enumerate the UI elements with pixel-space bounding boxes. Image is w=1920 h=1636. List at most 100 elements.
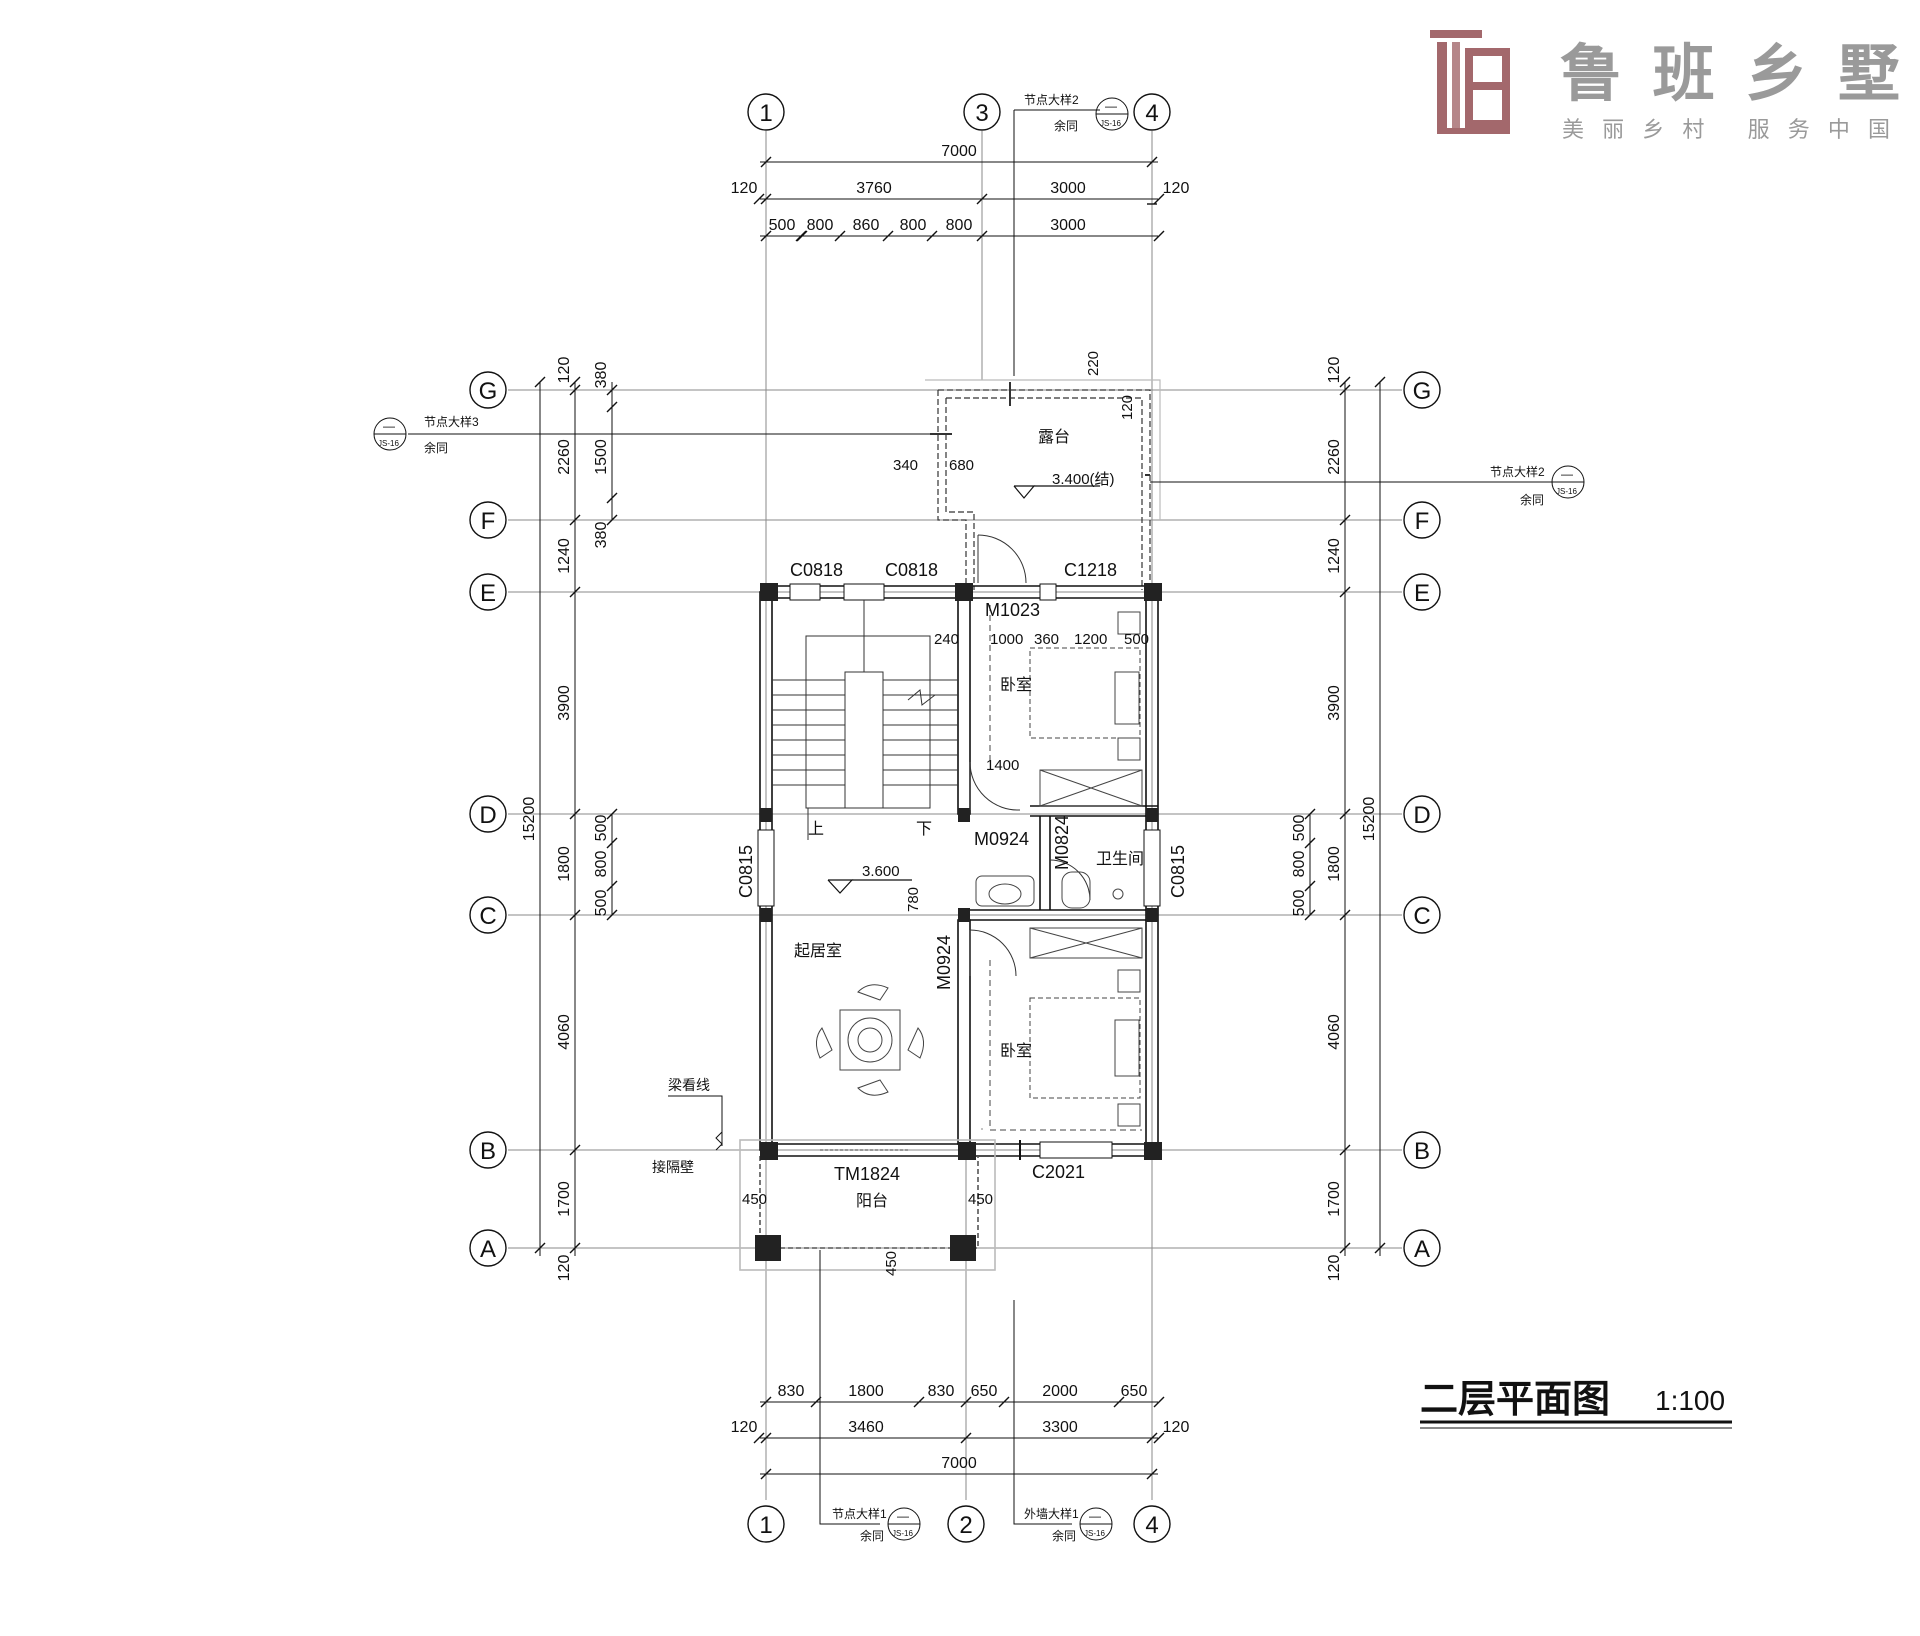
opening-c1218: C1218: [1064, 560, 1117, 580]
drawing-title: 二层平面图: [1420, 1379, 1610, 1421]
callout-ref-4: JS-16: [1084, 1529, 1105, 1538]
dim-top-r3-3: 800: [900, 217, 927, 234]
callout-num-4: —: [1089, 1509, 1101, 1523]
detail-callout-texts: 节点大样2 余同 — JS-16 节点大样3 余同 — JS-16 节点大样2 …: [378, 92, 1577, 1543]
callout-label-3: 节点大样1: [832, 1506, 887, 1521]
windows: [757, 583, 1161, 1160]
dim-right-1: 2260: [1326, 439, 1343, 475]
callout-label-0: 节点大样2: [1024, 92, 1079, 107]
title-block: 二层平面图 1:100: [1420, 1379, 1732, 1429]
bottom-dimensions: 830 1800 830 650 2000 650 120 3460 3300 …: [731, 1383, 1190, 1472]
dim-bot-r1-3: 650: [971, 1383, 998, 1400]
dim-left-4: 1800: [556, 846, 573, 882]
axis-label-F-left: F: [481, 508, 496, 535]
dim-top-total: 7000: [941, 143, 977, 160]
axis-bubbles: [469, 93, 1441, 1543]
dim-top-r3-0: 500: [769, 217, 796, 234]
logo-mark-icon: [1430, 30, 1510, 134]
idim-340: 340: [893, 457, 918, 474]
dim-bot-r1-4: 2000: [1042, 1383, 1078, 1400]
columns: [755, 583, 1162, 1261]
axis-label-B-left: B: [480, 1138, 496, 1165]
dim-bot-r1-0: 830: [778, 1383, 805, 1400]
dim-left-inner-2: 380: [593, 522, 610, 549]
dim-right-0: 120: [1326, 357, 1343, 384]
elevation-markers: [827, 485, 1100, 894]
axis-labels: 1 3 4 1 2 4 G G F F E E D D C C B B A A: [479, 100, 1432, 1539]
axis-label-3-top: 3: [975, 100, 988, 127]
axis-label-A-left: A: [480, 1236, 496, 1263]
annotation-partition: 接隔壁: [652, 1159, 694, 1175]
elevation-labels: 3.400(结) 3.600: [862, 471, 1115, 880]
dim-bot-r2-1: 3460: [848, 1419, 884, 1436]
callout-num-2: —: [1561, 467, 1573, 481]
elevation-floor: 3.600: [862, 863, 900, 880]
axis-label-G-left: G: [479, 378, 498, 405]
idim-450-bottom: 450: [883, 1251, 900, 1276]
dim-right-3: 3900: [1326, 685, 1343, 721]
callout-note-1: 余同: [424, 440, 448, 455]
dim-left-2: 1240: [556, 538, 573, 574]
callout-note-0: 余同: [1054, 118, 1078, 133]
dim-left-inner-0: 380: [593, 362, 610, 389]
dim-right-2: 1240: [1326, 538, 1343, 574]
callout-num-1: —: [383, 419, 395, 433]
dim-left-inner-1: 1500: [593, 439, 610, 475]
annotation-beam-line: 梁看线: [668, 1077, 710, 1093]
dim-left-5: 4060: [556, 1014, 573, 1050]
dim-left-7: 120: [556, 1255, 573, 1282]
dim-right-7: 120: [1326, 1255, 1343, 1282]
logo-title: 鲁班乡墅: [1560, 37, 1900, 110]
dim-top-r3-1: 800: [807, 217, 834, 234]
furniture: [816, 605, 1143, 1131]
callout-note-3: 余同: [860, 1528, 884, 1543]
opening-c0815-right: C0815: [1168, 845, 1188, 898]
logo-subtitle: 美丽乡村 服务中国: [1562, 118, 1900, 143]
dim-bot-total: 7000: [941, 1455, 977, 1472]
idim-680: 680: [949, 457, 974, 474]
opening-m0924-b: M0924: [934, 935, 954, 990]
grid-lines: [508, 131, 1402, 1500]
dim-right-5: 4060: [1326, 1014, 1343, 1050]
dim-left-total: 15200: [521, 797, 538, 842]
callout-ref-2: JS-16: [1556, 487, 1577, 496]
axis-label-D-left: D: [479, 802, 496, 829]
dim-right-inner-2: 500: [1291, 890, 1308, 917]
dim-left-3: 3900: [556, 685, 573, 721]
axis-label-1-top: 1: [759, 100, 772, 127]
logo: 鲁班乡墅 美丽乡村 服务中国: [1430, 30, 1900, 143]
axis-label-1-bottom: 1: [759, 1512, 772, 1539]
dim-top-r3-4: 800: [946, 217, 973, 234]
dim-bot-r1-2: 830: [928, 1383, 955, 1400]
internal-dims: 240 1000 360 1200 500 1400 340 680 120 2…: [742, 351, 1149, 1276]
idim-450-right: 450: [968, 1191, 993, 1208]
callout-num-0: —: [1105, 99, 1117, 113]
opening-c0818-b: C0818: [885, 560, 938, 580]
callout-label-1: 节点大样3: [424, 414, 479, 429]
stair-down: 下: [916, 821, 932, 838]
dim-left-inner-3: 500: [593, 815, 610, 842]
idim-1200: 1200: [1074, 631, 1107, 648]
room-bedroom-lower: 卧室: [1000, 1042, 1032, 1060]
dim-bot-r2-0: 120: [731, 1419, 758, 1436]
dim-top-r2-2: 3000: [1050, 180, 1086, 197]
stair-up: 上: [808, 820, 824, 838]
axis-label-2-bottom: 2: [959, 1512, 972, 1539]
axis-label-C-right: C: [1413, 903, 1430, 930]
dim-left-6: 1700: [556, 1181, 573, 1217]
axis-label-G-right: G: [1413, 378, 1432, 405]
opening-labels: C0818 C0818 C1218 M1023 M0924 M0824 C081…: [736, 560, 1188, 1184]
callout-ref-3: JS-16: [892, 1529, 913, 1538]
idim-780: 780: [905, 887, 922, 912]
room-balcony: 阳台: [856, 1192, 888, 1210]
dim-right-total: 15200: [1361, 797, 1378, 842]
axis-label-4-bottom: 4: [1145, 1512, 1158, 1539]
axis-label-E-right: E: [1414, 580, 1430, 607]
detail-callouts: [373, 97, 1585, 1541]
dim-right-inner-1: 800: [1291, 851, 1308, 878]
axis-label-C-left: C: [479, 903, 496, 930]
axis-label-B-right: B: [1414, 1138, 1430, 1165]
callout-label-4: 外墙大样1: [1024, 1506, 1079, 1521]
dim-right-inner-0: 500: [1291, 815, 1308, 842]
